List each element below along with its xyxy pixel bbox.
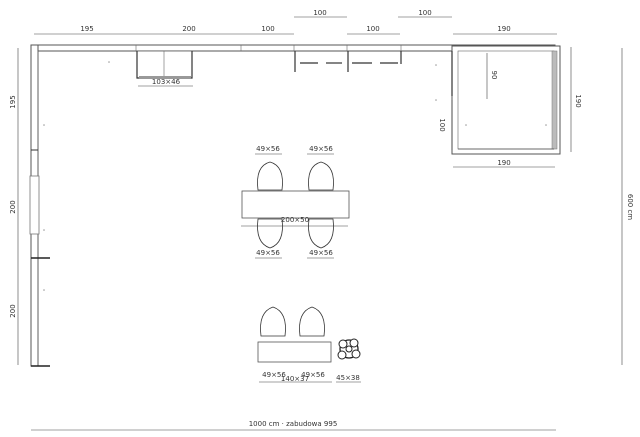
dimension-lines [17, 16, 623, 431]
dim-island-side-190: 190 [574, 94, 582, 107]
dim-room-height: 600 cm [626, 194, 634, 220]
low-counter [257, 341, 332, 363]
dim-left-200-b: 200 [9, 304, 17, 317]
dim-low-counter: 140×37 [281, 375, 309, 383]
plant-icon [337, 338, 361, 360]
corner-island [451, 45, 561, 155]
chair-top-left [257, 161, 283, 191]
sink-cabinet-base [139, 76, 191, 79]
sink-cabinet [136, 50, 193, 79]
dining-set [241, 161, 350, 249]
dim-chair-4: 49×56 [309, 249, 333, 257]
dining-table [241, 190, 350, 219]
dim-sink-cabinet: 103×46 [152, 78, 181, 86]
dim-top-200: 200 [182, 25, 195, 33]
lounge-chair-left [260, 306, 286, 337]
island-outer [451, 45, 561, 155]
dim-table: 200×50 [281, 216, 309, 224]
dim-top-upper-100-b: 100 [418, 9, 431, 17]
dim-plant: 45×38 [336, 374, 360, 382]
chair-bottom-left [257, 218, 283, 249]
marker-dots [43, 61, 547, 291]
dim-island-depth-90: 90 [490, 71, 498, 80]
lounge-chair-right [299, 306, 325, 337]
upper-cabinets [294, 51, 402, 72]
lounge-set [257, 306, 361, 363]
chair-bottom-right [308, 218, 334, 249]
dim-room-width: 1000 cm · zabudowa 995 [249, 420, 338, 428]
dim-island-inner-100: 100 [438, 118, 446, 131]
dim-island-bottom-190: 190 [497, 159, 510, 167]
dim-top-190: 190 [497, 25, 510, 33]
dim-chair-3: 49×56 [256, 249, 280, 257]
dim-chair-1: 49×56 [256, 145, 280, 153]
dim-chair-2: 49×56 [309, 145, 333, 153]
dim-top-100-b: 100 [366, 25, 379, 33]
dim-top-195: 195 [80, 25, 93, 33]
dim-sofa-chair-2: 49×56 [301, 371, 325, 379]
dim-top-upper-100-a: 100 [313, 9, 326, 17]
dim-left-200-a: 200 [9, 200, 17, 213]
sink-cabinet-body [136, 50, 193, 79]
island-right-edge [551, 50, 558, 150]
chair-top-right [308, 161, 334, 191]
dim-left-195: 195 [9, 95, 17, 108]
dimension-labels: 195 200 100 100 100 100 190 103×46 195 2… [9, 9, 634, 428]
dim-sofa-chair-1: 49×56 [262, 371, 286, 379]
left-window [29, 175, 40, 235]
dim-top-100-a: 100 [261, 25, 274, 33]
